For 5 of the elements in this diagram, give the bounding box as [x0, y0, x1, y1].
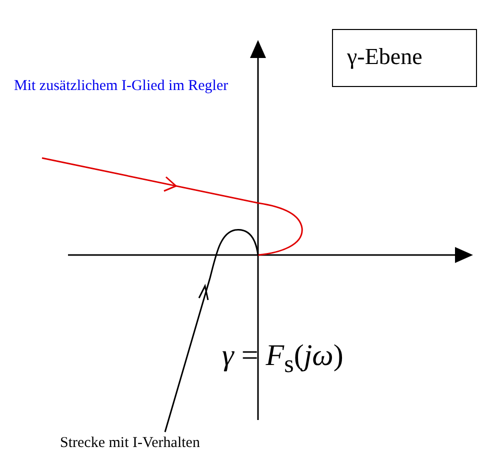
plane-label: γ-Ebene — [347, 44, 422, 70]
curve-label: Mit zusätzlichem I-Glied im Regler — [14, 77, 230, 96]
formula: γ = F$_{s}$(jω) — [222, 338, 344, 380]
label-box — [332, 29, 477, 87]
curve-label: Strecke mit I-Verhalten — [60, 434, 201, 452]
